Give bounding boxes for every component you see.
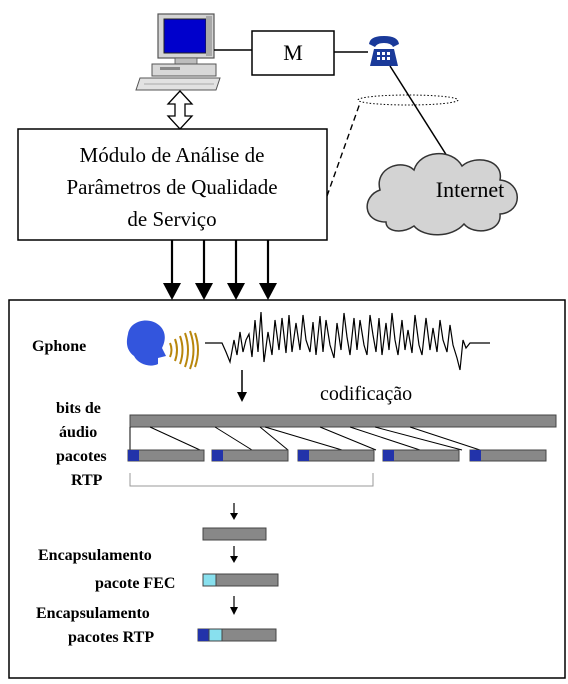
sound-waves-icon (169, 330, 199, 370)
final-rtp-packets-label: pacotes RTP (68, 629, 154, 646)
rtp-packet (211, 449, 289, 462)
audio-bits-label-line1: bits de (56, 400, 101, 417)
qos-analysis-module-box (17, 128, 328, 241)
speaker-head-icon (126, 320, 166, 366)
rtp-packets-label-line2: RTP (71, 472, 103, 489)
cloud-icon (366, 152, 518, 236)
voip-processing-panel (8, 299, 566, 679)
audio-bits-label-line2: áudio (59, 424, 97, 441)
rtp-packet (297, 449, 375, 462)
packet-group-bracket (129, 473, 374, 487)
rtp-packets-row (127, 449, 547, 462)
module-to-panel-arrows (163, 240, 277, 300)
final-rtp-packet (197, 628, 277, 642)
fec-packet (202, 573, 279, 587)
gphone-label: Gphone (32, 338, 86, 355)
audio-waveform (205, 311, 490, 371)
cloud-label: Internet (436, 177, 504, 202)
module-label-line1: Módulo de Análise de (80, 143, 265, 167)
rtp-packet (382, 449, 460, 462)
module-tap-dashed-link (326, 102, 361, 197)
codification-label: codificação (320, 383, 412, 405)
grouped-packet-block (202, 527, 267, 541)
phone-cloud-link (389, 65, 448, 157)
audio-bitstream-bar (129, 414, 557, 428)
packetization-lines (129, 426, 481, 451)
encapsulation-label-2: Encapsulamento (36, 605, 150, 622)
encapsulation-label-1: Encapsulamento (38, 547, 152, 564)
rtp-packet (127, 449, 205, 462)
modem-box (251, 30, 335, 76)
phone-icon (369, 36, 399, 66)
module-label-line2: Parâmetros de Qualidade (66, 175, 277, 199)
computer-icon (135, 13, 221, 91)
fec-packet-label: pacote FEC (95, 575, 175, 592)
module-label-line3: de Serviço (127, 207, 216, 231)
bidirectional-arrow (166, 90, 194, 130)
rtp-packets-label-line1: pacotes (56, 448, 107, 465)
monitoring-tap-ellipse (357, 94, 459, 106)
rtp-packet (469, 449, 547, 462)
modem-label: M (283, 40, 303, 65)
